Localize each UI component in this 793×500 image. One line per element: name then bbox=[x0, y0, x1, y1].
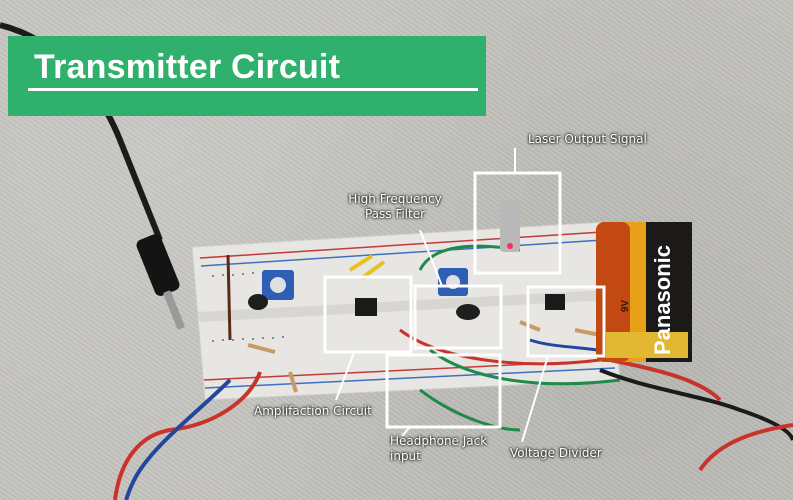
headphone-plug bbox=[136, 234, 180, 296]
battery-9v: Panasonic 9V bbox=[596, 222, 692, 362]
label-high-frequency-line1: High Frequency bbox=[348, 192, 442, 206]
box-headphone-input bbox=[385, 353, 502, 429]
highlight-boxes bbox=[323, 171, 606, 429]
jumper-wire-yellow bbox=[348, 254, 386, 280]
label-amplification: Amplifaction Circuit bbox=[254, 404, 372, 418]
label-headphone-line2: input bbox=[390, 449, 421, 463]
headphone-plug-tip bbox=[163, 290, 185, 330]
power-wire-blue bbox=[124, 378, 232, 500]
label-voltage-divider: Voltage Divider bbox=[510, 446, 602, 460]
label-high-frequency: High Frequency Pass Filter bbox=[330, 192, 460, 222]
box-laser-output bbox=[473, 171, 562, 275]
capacitor bbox=[456, 304, 480, 320]
banner-underline bbox=[28, 88, 478, 91]
battery-brand: Panasonic bbox=[650, 245, 675, 355]
breadboard bbox=[191, 221, 621, 401]
label-high-frequency-line2: Pass Filter bbox=[364, 207, 426, 221]
battery-wire-red bbox=[609, 358, 722, 402]
wire bbox=[226, 254, 232, 341]
power-wire-red bbox=[113, 371, 262, 500]
box-voltage-divider bbox=[526, 285, 606, 358]
title-banner: Transmitter Circuit bbox=[8, 36, 486, 116]
label-laser-output: Laser Output Signal bbox=[528, 132, 647, 146]
battery-voltage: 9V bbox=[620, 300, 631, 313]
capacitor bbox=[248, 294, 268, 310]
wire-red bbox=[698, 423, 793, 472]
laser-module bbox=[500, 200, 520, 252]
ic-chip bbox=[355, 298, 377, 316]
box-amplification bbox=[323, 275, 413, 354]
box-high-frequency bbox=[413, 284, 503, 350]
battery-wire-black bbox=[599, 368, 793, 441]
potentiometer-knob bbox=[270, 277, 286, 293]
wire-green bbox=[419, 388, 521, 432]
resistors bbox=[247, 320, 601, 393]
laser-dot bbox=[507, 243, 513, 249]
callout-lines bbox=[335, 148, 549, 443]
label-headphone-input: Headphone Jack input bbox=[390, 434, 487, 464]
wire-green bbox=[429, 348, 621, 386]
ic-chip bbox=[545, 294, 565, 310]
label-headphone-line1: Headphone Jack bbox=[390, 434, 488, 448]
banner-title: Transmitter Circuit bbox=[34, 48, 341, 86]
